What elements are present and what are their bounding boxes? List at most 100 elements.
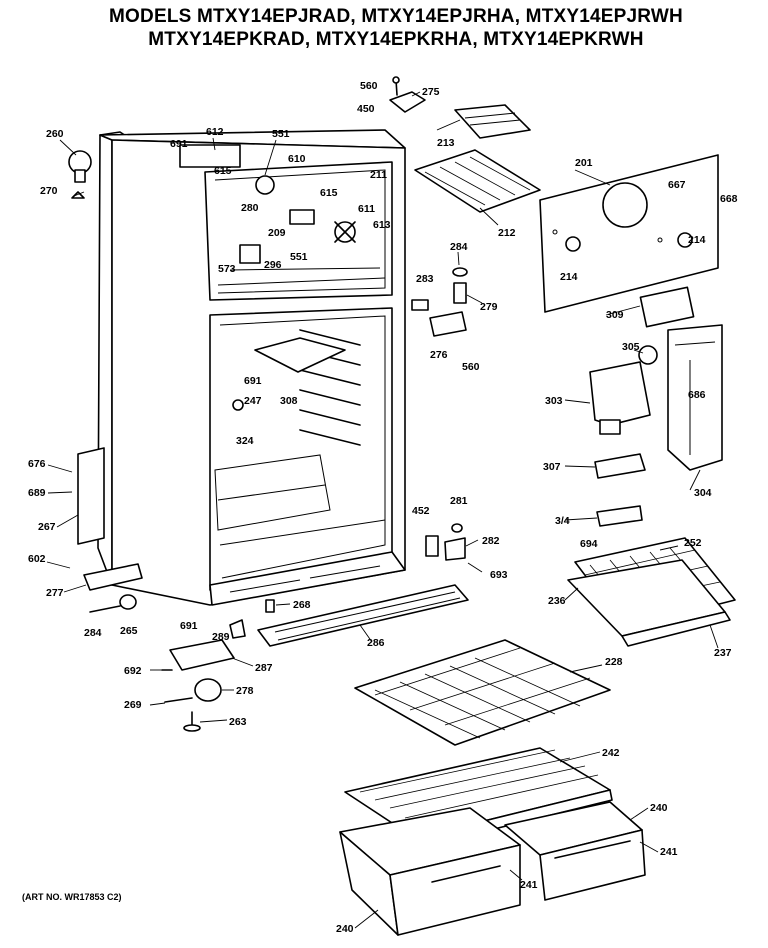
part-307 (594, 453, 646, 479)
label-240b: 240 (336, 923, 354, 935)
label-247: 247 (244, 395, 262, 407)
label-280: 280 (241, 202, 259, 214)
label-281: 281 (450, 495, 468, 507)
label-228: 228 (605, 656, 623, 668)
label-693: 693 (490, 569, 508, 581)
label-450: 450 (357, 103, 375, 115)
label-689: 689 (28, 487, 46, 499)
label-236: 236 (548, 595, 566, 607)
label-287: 287 (255, 662, 273, 674)
part-278-wheel (194, 678, 222, 702)
label-668: 668 (720, 193, 738, 205)
label-610: 610 (288, 153, 306, 165)
label-267: 267 (38, 521, 56, 533)
part-303-housing (589, 361, 651, 435)
top-hinge-bracket (389, 76, 426, 113)
label-214a: 214 (688, 234, 706, 246)
label-278: 278 (236, 685, 254, 697)
part-276 (429, 311, 467, 337)
part-282 (444, 537, 466, 561)
label-551: 551 (272, 128, 290, 140)
label-304: 304 (694, 487, 712, 499)
part-269-pin (164, 697, 193, 703)
part-305 (638, 345, 658, 365)
label-211: 211 (370, 169, 387, 181)
label-265: 265 (120, 625, 138, 637)
part-263-leveler (183, 711, 201, 732)
label-201: 201 (575, 157, 593, 169)
part-452 (425, 535, 439, 557)
label-686: 686 (688, 389, 706, 401)
diagram-title-line2: MTXY14EPKRAD, MTXY14EPKRHA, MTXY14EPKRWH (148, 29, 644, 50)
label-269: 269 (124, 699, 142, 711)
label-289: 289 (212, 631, 230, 643)
part-240-drawer-right (504, 801, 646, 901)
part-283 (411, 299, 429, 311)
label-277: 277 (46, 587, 64, 599)
label-694: 694 (580, 538, 598, 550)
part-228-shelf (354, 639, 611, 746)
label-691: 691 (170, 138, 188, 150)
label-324: 324 (236, 435, 254, 447)
label-296: 296 (264, 259, 282, 271)
label-237: 237 (714, 647, 732, 659)
part-286-grille (257, 584, 469, 647)
label-242: 242 (602, 747, 620, 759)
label-611: 611 (358, 203, 375, 215)
label-602: 602 (28, 553, 46, 565)
label-691b: 691 (244, 375, 262, 387)
label-314: 3/4 (555, 515, 570, 527)
part-279-valve (452, 267, 468, 304)
label-560: 560 (360, 80, 378, 92)
part-289 (229, 619, 246, 639)
label-279: 279 (480, 301, 498, 313)
label-241a: 241 (660, 846, 678, 858)
label-260: 260 (46, 128, 64, 140)
part-277 (83, 563, 143, 591)
refrigerator-cabinet (97, 129, 406, 606)
label-676: 676 (28, 458, 46, 470)
label-284a: 284 (450, 241, 468, 253)
diagram-title-line1: MODELS MTXY14EPJRAD, MTXY14EPJRHA, MTXY1… (109, 6, 683, 27)
part-268 (265, 599, 275, 613)
label-270: 270 (40, 185, 58, 197)
label-573: 573 (218, 263, 236, 275)
label-613: 613 (373, 219, 391, 231)
art-number: (ART NO. WR17853 C2) (22, 892, 122, 902)
label-452: 452 (412, 505, 430, 517)
label-551b: 551 (290, 251, 308, 263)
label-615b: 615 (320, 187, 338, 199)
label-263: 263 (229, 716, 247, 728)
label-615: 615 (214, 165, 232, 177)
freezer-shelf-212 (414, 149, 541, 213)
label-692: 692 (124, 665, 142, 677)
part-281 (451, 523, 463, 533)
label-308: 308 (280, 395, 298, 407)
label-305: 305 (622, 341, 640, 353)
fan-assembly (179, 144, 356, 264)
label-214b: 214 (560, 271, 578, 283)
part-260-knob (68, 150, 92, 199)
evaporator-cover-piece (454, 104, 531, 139)
label-275: 275 (422, 86, 440, 98)
part-284-rod (89, 605, 121, 613)
label-276: 276 (430, 349, 448, 361)
part-308-light-shield (254, 337, 346, 373)
label-286: 286 (367, 637, 385, 649)
part-237-trim (621, 611, 731, 647)
label-283: 283 (416, 273, 434, 285)
label-667: 667 (668, 179, 686, 191)
label-241b: 241 (520, 879, 538, 891)
label-307: 307 (543, 461, 561, 473)
part-314 (596, 505, 643, 527)
label-209: 209 (268, 227, 286, 239)
label-303: 303 (545, 395, 563, 407)
label-691c: 691 (180, 620, 198, 632)
label-309: 309 (606, 309, 624, 321)
label-284b: 284 (84, 627, 102, 639)
leader-lines (46, 91, 719, 929)
label-282: 282 (482, 535, 500, 547)
label-560b: 560 (462, 361, 480, 373)
label-240a: 240 (650, 802, 668, 814)
